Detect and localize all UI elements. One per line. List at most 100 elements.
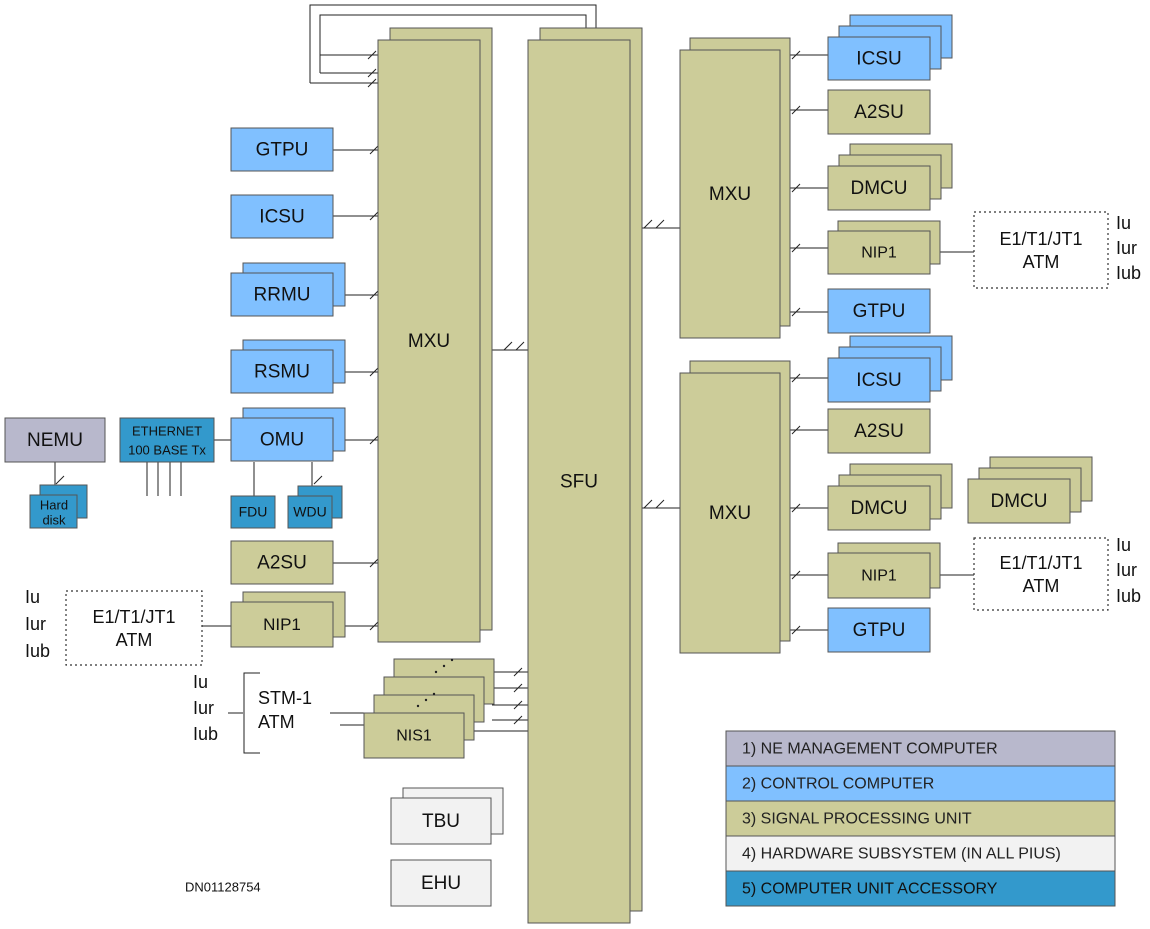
ethernet-label-2: 100 BASE Tx [128, 442, 206, 457]
document-number: DN01128754 [185, 879, 261, 894]
legend-swatch-3 [725, 800, 1116, 837]
fdu-box [230, 495, 276, 529]
units-layer [4, 14, 1109, 924]
iface-right-top-iur: Iur [1116, 238, 1137, 258]
slash-mark [369, 145, 379, 155]
slash-mark [513, 683, 523, 693]
legend-swatch-1 [725, 730, 1116, 767]
a2su-right-top-box [827, 89, 931, 135]
gtpu-right-top-box [827, 288, 931, 334]
iface-right-top-iu: Iu [1116, 213, 1131, 233]
mxu-right-top-label: MXU [709, 184, 751, 205]
iface-left-iur: Iur [25, 614, 46, 634]
e1-box-right-top-label-1: E1/T1/JT1 [999, 229, 1082, 249]
gtpu-right-top-label: GTPU [853, 301, 906, 322]
slash-mark [55, 475, 65, 485]
slash-mark [369, 290, 379, 300]
rrmu-left-label: RRMU [254, 285, 311, 306]
e1-box-left [65, 590, 203, 666]
slash-mark [367, 50, 377, 60]
mxu-right-bottom-box [679, 372, 781, 654]
ellipsis-dot [450, 658, 454, 662]
nip1-right-top-box [827, 230, 931, 275]
slash-mark [513, 715, 523, 725]
mxu-left-box [377, 39, 481, 643]
slash-mark [791, 625, 801, 635]
mxu-right-top-box [679, 49, 781, 339]
legend-item-5: 5) COMPUTER UNIT ACCESSORY [742, 881, 998, 898]
e1-box-left-label-1: E1/T1/JT1 [92, 607, 175, 627]
stm-label-1: STM-1 [258, 688, 312, 708]
e1-box-right-top-label-2: ATM [1023, 252, 1060, 272]
tbu-box [390, 797, 492, 845]
hard-disk-box [29, 494, 78, 529]
slash-mark [655, 499, 665, 509]
legend-item-3: 3) SIGNAL PROCESSING UNIT [742, 811, 972, 828]
ellipsis-dot [434, 670, 438, 674]
slash-mark [369, 367, 379, 377]
dmcu-far-right-box [967, 478, 1071, 524]
stm-bracket [243, 672, 260, 754]
ehu-label: EHU [421, 873, 461, 894]
fdu-label: FDU [239, 504, 268, 520]
gtpu-left-label: GTPU [256, 140, 309, 161]
rsmu-left-box [230, 349, 334, 394]
slash-mark [513, 700, 523, 710]
a2su-left-box [230, 540, 334, 585]
e1-box-right-bottom-label-1: E1/T1/JT1 [999, 553, 1082, 573]
iface-left-iub: Iub [25, 641, 50, 661]
slash-mark [655, 219, 665, 229]
legend-item-2: 2) CONTROL COMPUTER [742, 776, 934, 793]
nis1-box [363, 712, 465, 759]
slash-mark [369, 621, 379, 631]
iface-right-bottom-iub: Iub [1116, 586, 1141, 606]
slash-mark [367, 78, 377, 88]
legend-swatch-5 [725, 870, 1116, 907]
slash-mark [791, 373, 801, 383]
legend-item-1: 1) NE MANAGEMENT COMPUTER [742, 741, 998, 758]
nip1-right-top-label: NIP1 [861, 245, 897, 262]
slash-mark [643, 499, 653, 509]
nis1-label: NIS1 [396, 728, 432, 745]
tbu-label: TBU [422, 811, 460, 832]
icsu-left-label: ICSU [259, 207, 304, 228]
ellipsis-dot [442, 664, 446, 668]
slash-mark [643, 219, 653, 229]
slash-mark [313, 475, 323, 485]
e1-box-right-top [973, 211, 1109, 289]
slash-mark [515, 341, 525, 351]
sfu-label: SFU [560, 472, 598, 493]
top-loop-outer [309, 4, 597, 83]
rsmu-left-label: RSMU [254, 362, 310, 383]
slash-mark [369, 211, 379, 221]
slash-mark [513, 667, 523, 677]
legend-item-4: 4) HARDWARE SUBSYSTEM (IN ALL PIUS) [742, 846, 1061, 863]
icsu-right-top-label: ICSU [856, 49, 901, 70]
ellipsis-dot [432, 692, 436, 696]
iface-stm-iur: Iur [193, 698, 214, 718]
nemu-label: NEMU [27, 430, 83, 451]
nip1-left-label: NIP1 [263, 615, 301, 634]
slash-mark [791, 570, 801, 580]
icsu-right-bottom-label: ICSU [856, 370, 901, 391]
gtpu-right-bottom-box [827, 607, 931, 653]
gtpu-right-bottom-label: GTPU [853, 620, 906, 641]
slash-mark [791, 50, 801, 60]
nip1-left-box [230, 601, 334, 648]
wdu-box [287, 495, 333, 529]
nip1-right-bottom-label: NIP1 [861, 568, 897, 585]
slash-mark [791, 307, 801, 317]
iface-stm-iu: Iu [193, 672, 208, 692]
a2su-right-bottom-label: A2SU [854, 421, 904, 442]
legend-swatch-4 [725, 835, 1116, 872]
ehu-box [390, 859, 492, 907]
slash-mark [791, 425, 801, 435]
a2su-right-top-label: A2SU [854, 102, 904, 123]
mxu-left-label: MXU [408, 331, 450, 352]
ellipsis-dot [416, 704, 420, 708]
iface-right-bottom-iur: Iur [1116, 560, 1137, 580]
hard-disk-label-1: Hard [40, 497, 68, 512]
legend: 1) NE MANAGEMENT COMPUTER 2) CONTROL COMP… [725, 730, 1116, 907]
